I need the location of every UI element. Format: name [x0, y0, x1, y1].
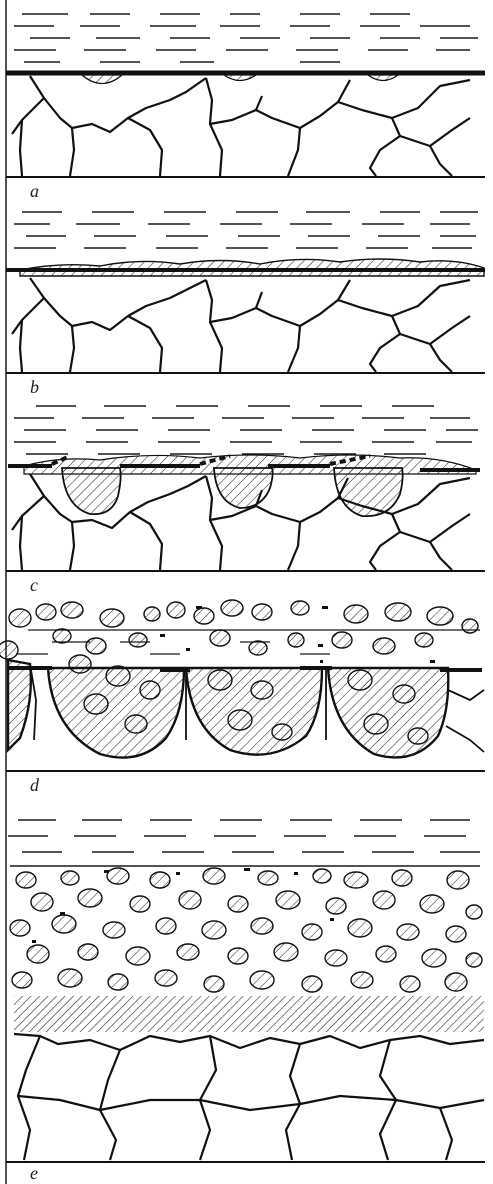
panel-c-pits — [62, 468, 403, 516]
panel-b — [6, 212, 485, 373]
panel-a-label: a — [30, 182, 39, 200]
panel-b-corrosion-layer — [20, 259, 484, 276]
panel-a-pits — [82, 75, 398, 84]
panel-e-solution-lines — [8, 820, 480, 866]
panel-c — [6, 406, 485, 571]
panel-e-label: e — [30, 1164, 38, 1182]
panel-e-corrosion-particles — [10, 868, 482, 992]
panel-e — [6, 820, 485, 1162]
panel-e-grain-boundaries — [14, 1034, 484, 1160]
panel-c-label: c — [30, 576, 38, 594]
panel-d-solution-lines — [16, 630, 480, 654]
panel-b-label: b — [30, 378, 39, 396]
panel-a — [6, 14, 485, 177]
panel-c-solution-lines — [14, 406, 478, 454]
panel-b-solution-lines — [14, 212, 478, 248]
panel-d-label: d — [30, 776, 39, 794]
panel-d — [0, 600, 485, 771]
panel-b-grain-boundaries — [12, 278, 470, 372]
panel-a-grain-boundaries — [12, 76, 470, 176]
panel-a-solution-lines — [14, 14, 478, 62]
panel-e-corrosion-layer — [14, 996, 484, 1032]
